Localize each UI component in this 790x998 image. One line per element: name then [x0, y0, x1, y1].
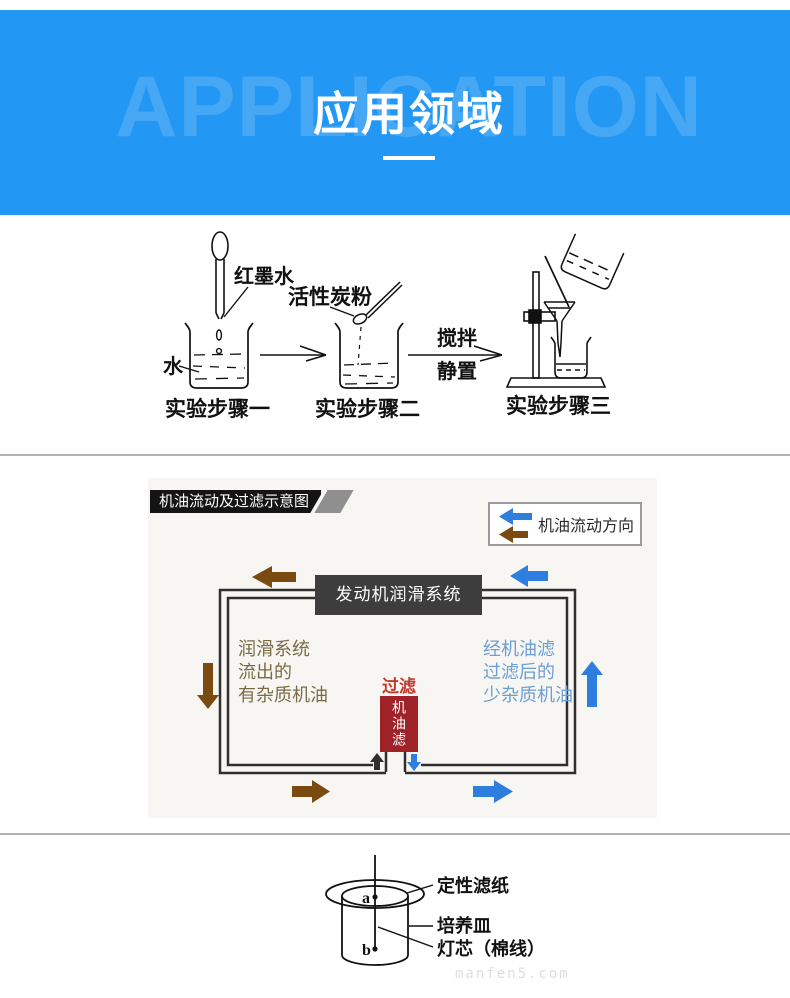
- clean-oil-line3: 少杂质机油: [483, 685, 573, 705]
- blue-right-arrow: [473, 780, 513, 803]
- wick-leader: [377, 926, 434, 948]
- glass-rod: [544, 255, 570, 308]
- point-b-dot: [372, 946, 378, 952]
- dropper-icon: [211, 231, 229, 320]
- step2-label: 实验步骤二: [315, 397, 420, 421]
- oil-diagram-section: 机油流动及过滤示意图 机油流动方向 发动机润滑系统 过滤 机油滤 润滑系统 流出…: [0, 456, 790, 835]
- flow-direction-legend: 机油流动方向: [488, 502, 642, 546]
- beaker-2-water: [342, 362, 396, 385]
- funnel: [543, 301, 576, 358]
- receiving-beaker: [550, 336, 592, 379]
- oil-circuit-svg: [197, 565, 603, 803]
- clean-oil-line1: 经机油滤: [483, 639, 555, 659]
- page-title: 应用领域: [313, 88, 505, 140]
- clean-oil-line2: 过滤后的: [483, 662, 555, 682]
- clean-oil-text: 经机油滤 过滤后的 少杂质机油: [483, 638, 573, 707]
- site-watermark: manfen5.com: [455, 966, 570, 982]
- point-b-label: b: [362, 942, 371, 959]
- red-ink-label: 红墨水: [234, 264, 295, 288]
- powder-stream: [357, 326, 362, 366]
- dirty-oil-line1: 润滑系统: [238, 639, 310, 659]
- brown-down-arrow: [197, 663, 219, 709]
- brown-right-arrow: [292, 780, 330, 803]
- experiment-diagram: 红墨水 水 实验步骤一 活性炭粉: [163, 231, 625, 421]
- ring-stand: [505, 271, 607, 388]
- filter-in-up-arrow: [370, 753, 384, 770]
- blue-left-arrow: [510, 565, 548, 587]
- carbon-leader: [329, 306, 355, 317]
- settle-label: 静置: [437, 359, 477, 383]
- arrow-step1-to-step2: [260, 345, 327, 362]
- oil-filter-box: 机油滤: [380, 696, 418, 752]
- blue-up-arrow: [581, 661, 603, 707]
- filter-caption: 过滤: [382, 677, 416, 696]
- oil-diagram-title-ribbon: 机油流动及过滤示意图: [150, 490, 354, 513]
- oil-diagram-panel: 机油流动及过滤示意图 机油流动方向 发动机润滑系统 过滤 机油滤 润滑系统 流出…: [148, 478, 657, 818]
- beaker-1-water: [192, 353, 246, 380]
- wick-diagram: a b 定性滤纸 培养皿 灯芯（棉线） manfen5.com: [325, 855, 570, 982]
- oil-diagram-title: 机油流动及过滤示意图: [150, 490, 322, 513]
- beaker-1: [184, 322, 254, 389]
- beaker-2: [334, 322, 404, 389]
- ink-drops: [215, 329, 223, 355]
- step1-label: 实验步骤一: [165, 397, 270, 421]
- water-leader: [178, 365, 200, 373]
- legend-label: 机油流动方向: [538, 518, 635, 535]
- filter-paper-ellipse: [325, 879, 425, 909]
- legend-brown-arrow-icon: [499, 526, 528, 543]
- header-banner: APPLICATION 应用领域: [0, 10, 790, 215]
- filter-out-down-arrow: [407, 754, 421, 771]
- header-watermark: APPLICATION: [115, 59, 703, 155]
- wick-diagram-section: a b 定性滤纸 培养皿 灯芯（棉线） manfen5.com: [0, 835, 790, 998]
- arrow-step2-to-step3: [408, 345, 503, 362]
- brown-left-arrow: [252, 566, 296, 588]
- wick-label: 灯芯（棉线）: [437, 938, 545, 959]
- dirty-oil-line2: 流出的: [238, 662, 292, 682]
- engine-lubrication-box: 发动机润滑系统: [315, 575, 482, 615]
- petri-dish-label: 培养皿: [437, 915, 491, 936]
- stir-label: 搅拌: [437, 326, 477, 350]
- filter-paper-label: 定性滤纸: [437, 875, 509, 896]
- legend-blue-arrow-icon: [499, 508, 532, 525]
- point-a-label: a: [362, 890, 370, 907]
- water-label: 水: [163, 355, 184, 378]
- red-ink-leader: [223, 286, 249, 318]
- carbon-label: 活性炭粉: [288, 285, 372, 309]
- point-a-dot: [372, 894, 378, 900]
- legend-arrow-icons: [499, 508, 532, 543]
- spoon-icon: [352, 281, 403, 325]
- step3-label: 实验步骤三: [506, 394, 611, 418]
- filter-paper-leader: [406, 884, 434, 894]
- dirty-oil-text: 润滑系统 流出的 有杂质机油: [238, 638, 328, 707]
- title-underline-dash: [383, 156, 435, 160]
- petri-dish-cylinder: [341, 885, 409, 966]
- experiment-section: 红墨水 水 实验步骤一 活性炭粉: [0, 215, 790, 456]
- dirty-oil-line3: 有杂质机油: [238, 685, 328, 705]
- header-inner: APPLICATION 应用领域: [14, 10, 790, 215]
- pouring-beaker: [560, 233, 625, 290]
